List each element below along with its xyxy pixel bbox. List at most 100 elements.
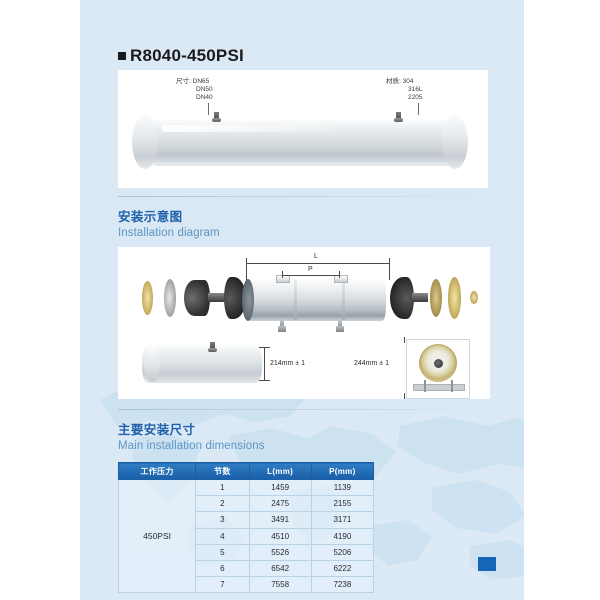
vessel-end-cap-right [442, 115, 468, 169]
size-value-3: DN40 [196, 94, 213, 101]
retaining-ring-right [430, 279, 442, 317]
width-ext-right [404, 393, 405, 399]
table-row: 7 7558 7238 [119, 576, 375, 594]
material-value-3-row: 2205 [408, 94, 422, 102]
cell-sections: 7 [195, 576, 250, 594]
size-label: 尺寸: [176, 78, 191, 85]
cell-pitch: 2155 [310, 495, 375, 513]
cell-sections: 6 [195, 559, 250, 578]
end-view-flange [419, 344, 457, 382]
vessel-side-view [142, 345, 262, 383]
cell-sections: 4 [195, 527, 250, 545]
col-header-pressure: 工作压力 [117, 462, 197, 480]
dimensions-heading-cn: 主要安装尺寸 [118, 423, 196, 437]
side-view-end-cap [144, 346, 160, 382]
cell-length: 3491 [248, 511, 312, 529]
end-plug-left [142, 281, 153, 315]
vessel-port-left [212, 110, 221, 122]
cell-length: 2475 [248, 495, 312, 513]
end-view-leg-right [451, 380, 453, 392]
size-value-1: DN65 [192, 78, 210, 85]
height-ext-bottom [259, 380, 270, 381]
pressure-vessel-image [126, 112, 480, 170]
section-heading-installation: 安装示意图 Installation diagram [118, 196, 490, 239]
material-value-2: 316L [408, 86, 423, 93]
cell-length: 7558 [248, 576, 312, 594]
top-port-saddle-1 [276, 275, 290, 283]
material-value-1: 304 [402, 78, 414, 85]
page-corner-marker [478, 557, 496, 571]
material-leader-line [418, 103, 419, 115]
dimensions-heading-en: Main installation dimensions [118, 440, 265, 452]
page-title: R8040-450PSI [118, 46, 244, 66]
end-view-leg-left [424, 380, 426, 392]
section-divider-2 [118, 409, 490, 410]
cell-length: 1459 [248, 478, 312, 497]
table-row: 6 6542 6222 [119, 559, 375, 578]
side-view-port [208, 340, 217, 352]
size-value-2-row: DN50 [196, 86, 213, 94]
pitch-dimension-line [282, 275, 340, 276]
seal-cup-left [224, 277, 246, 319]
cell-pitch: 1139 [310, 478, 375, 497]
installation-heading-cn: 安装示意图 [118, 210, 183, 224]
cell-pressure: 450PSI [117, 478, 197, 594]
size-callout: 尺寸: DN65 [176, 78, 209, 86]
vessel-end-cap-left [132, 115, 158, 169]
cell-sections: 2 [195, 495, 250, 513]
cell-sections: 1 [195, 478, 250, 497]
cell-sections: 3 [195, 511, 250, 529]
width-dimension-label: 244mm ± 1 [354, 360, 389, 367]
length-dimension-line [246, 263, 390, 264]
vessel-tube-3d [246, 279, 386, 321]
dimensions-table-wrap: 工作压力 节数 L(mm) P(mm) 450PSI 1 1459 1139 2… [117, 462, 375, 594]
material-callout: 材质: 304 [386, 78, 413, 86]
height-ext-top [259, 347, 270, 348]
end-view-base [413, 384, 465, 391]
cell-length: 4510 [248, 527, 312, 545]
stem-right [412, 293, 428, 302]
table-body: 450PSI 1 1459 1139 2 2475 2155 3 3491 31… [117, 478, 375, 594]
mounting-clamp-2 [336, 319, 344, 333]
material-label: 材质: [386, 78, 401, 85]
retaining-ring-left [164, 279, 176, 317]
end-view-panel [406, 339, 470, 399]
seal-cup-right [390, 277, 414, 319]
port-adapter-left [184, 280, 210, 316]
installation-diagram-panel: L P 214mm ± 1 244mm ± 1 [118, 247, 490, 399]
col-header-sections: 节数 [195, 462, 250, 480]
product-model: R8040-450PSI [130, 46, 244, 65]
length-dimension-label: L [314, 253, 318, 260]
cell-pitch: 5206 [310, 543, 375, 561]
size-value-2: DN50 [196, 86, 213, 93]
section-heading-dimensions: 主要安装尺寸 Main installation dimensions [118, 409, 490, 452]
cell-pitch: 7238 [310, 576, 375, 594]
product-photo-panel: 尺寸: DN65 DN50 DN40 材质: 304 316L 2205 [118, 70, 488, 188]
length-ext-left [246, 258, 247, 280]
pitch-dimension-label: P [308, 266, 313, 273]
height-dimension-label: 214mm ± 1 [270, 360, 305, 367]
bullet-square-icon [118, 52, 126, 60]
col-header-pitch: P(mm) [310, 462, 375, 480]
cell-sections: 5 [195, 543, 250, 561]
material-value-2-row: 316L [408, 86, 422, 94]
tube-joint-ring-2 [342, 280, 345, 320]
pitch-ext-left [282, 271, 283, 278]
dimensions-table: 工作压力 节数 L(mm) P(mm) 450PSI 1 1459 1139 2… [117, 462, 375, 594]
table-row: 450PSI 1 1459 1139 [117, 478, 375, 594]
tube-joint-ring-1 [294, 280, 297, 320]
table-header-row: 工作压力 节数 L(mm) P(mm) [117, 462, 375, 480]
cell-length: 6542 [248, 559, 312, 578]
pitch-ext-right [339, 271, 340, 278]
end-nut-right [470, 291, 478, 304]
cell-pitch: 4190 [310, 527, 375, 545]
mounting-clamp-1 [278, 319, 286, 333]
top-port-saddle-2 [334, 275, 348, 283]
size-value-3-row: DN40 [196, 94, 213, 102]
vessel-body [148, 120, 460, 164]
width-ext-left [404, 337, 405, 343]
cell-pitch: 3171 [310, 511, 375, 529]
material-value-3: 2205 [408, 94, 423, 101]
section-divider [118, 196, 490, 197]
